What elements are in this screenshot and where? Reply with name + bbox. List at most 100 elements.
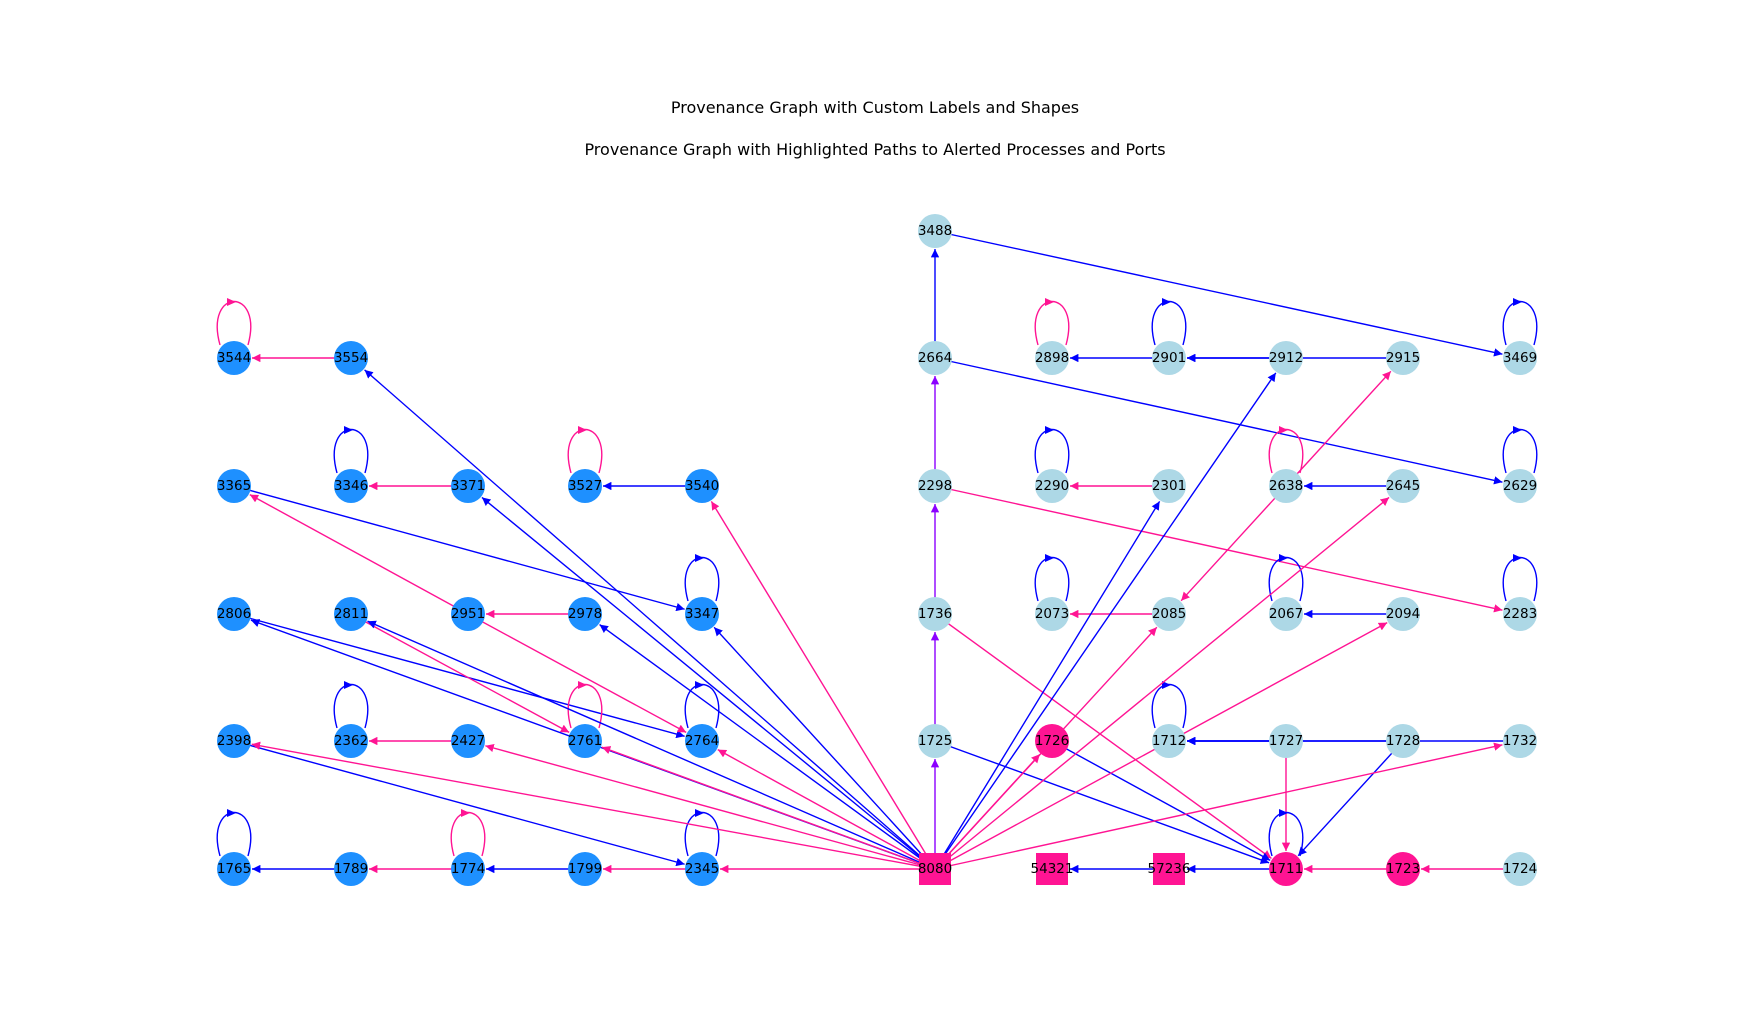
edge-8080-to-2912 — [934, 372, 1277, 870]
node-label: 1723 — [1386, 861, 1420, 877]
graph-node-3488: 3488 — [918, 214, 952, 248]
node-label: 1736 — [918, 606, 952, 622]
node-label: 2298 — [918, 478, 952, 494]
graph-node-2764: 2764 — [685, 724, 719, 758]
graph-node-1723: 1723 — [1386, 852, 1420, 886]
self-loop-edge-2073 — [1034, 556, 1070, 602]
node-label: 2398 — [217, 733, 251, 749]
node-circle — [451, 597, 485, 631]
node-circle — [451, 724, 485, 758]
self-loop-arrowhead-3347 — [695, 554, 704, 562]
node-label: 2915 — [1386, 350, 1420, 366]
self-loop-arrowhead-2898 — [1045, 298, 1054, 306]
self-loop-arrowhead-2283 — [1513, 554, 1522, 562]
graph-node-3469: 3469 — [1503, 341, 1537, 375]
node-label: 2301 — [1152, 478, 1186, 494]
node-label: 3347 — [685, 606, 719, 622]
node-label: 2898 — [1035, 350, 1069, 366]
node-label: 1712 — [1152, 733, 1186, 749]
edge-2951-to-3365 — [249, 494, 469, 615]
self-loop-edge-2283 — [1502, 556, 1538, 602]
edge-2638-to-2085 — [1180, 485, 1287, 602]
edge-8080-to-3540 — [710, 501, 936, 870]
graph-node-2761: 2761 — [568, 724, 602, 758]
node-label: 2664 — [918, 350, 952, 366]
node-label: 3544 — [217, 350, 251, 366]
node-circle — [1269, 724, 1303, 758]
node-circle — [918, 341, 952, 375]
node-circle — [1503, 852, 1537, 886]
node-circle — [1503, 341, 1537, 375]
graph-node-2290: 2290 — [1035, 469, 1069, 503]
node-label: 2085 — [1152, 606, 1186, 622]
graph-node-2398: 2398 — [217, 724, 251, 758]
node-circle — [1269, 469, 1303, 503]
node-label: 1725 — [918, 733, 952, 749]
node-label: 2073 — [1035, 606, 1069, 622]
self-loop-arrowhead-2362 — [344, 681, 353, 689]
self-loop-arrowhead-1712 — [1162, 681, 1171, 689]
edge-2951-to-2764 — [467, 613, 687, 734]
node-label: 2283 — [1503, 606, 1537, 622]
edge-2664-to-2629 — [934, 357, 1503, 485]
graph-node-2912: 2912 — [1269, 341, 1303, 375]
self-loop-edge-3469 — [1502, 300, 1538, 346]
edge-8080-to-1732 — [934, 742, 1503, 870]
edge-2298-to-2283 — [934, 485, 1503, 613]
node-label: 3488 — [918, 223, 952, 239]
node-label: 2427 — [451, 733, 485, 749]
node-circle — [1503, 469, 1537, 503]
graph-node-2085: 2085 — [1152, 597, 1186, 631]
graph-node-1712: 1712 — [1152, 724, 1186, 758]
graph-node-2638: 2638 — [1269, 469, 1303, 503]
self-loop-edge-3544 — [216, 300, 252, 346]
node-circle — [1152, 341, 1186, 375]
node-label: 3527 — [568, 478, 602, 494]
node-circle — [217, 469, 251, 503]
node-label: 3365 — [217, 478, 251, 494]
self-loop-edge-3527 — [567, 428, 603, 474]
self-loop-arrowhead-2901 — [1162, 298, 1171, 306]
graph-node-1724: 1724 — [1503, 852, 1537, 886]
node-label: 3346 — [334, 478, 368, 494]
node-label: 1799 — [568, 861, 602, 877]
self-loop-arrowhead-2073 — [1045, 554, 1054, 562]
node-circle — [1386, 597, 1420, 631]
node-label: 57236 — [1148, 861, 1191, 877]
edge-3365-to-3347 — [233, 485, 685, 612]
graph-node-1774: 1774 — [451, 852, 485, 886]
edge-1728-to-1711 — [1297, 740, 1404, 857]
node-circle — [685, 724, 719, 758]
node-circle — [1152, 597, 1186, 631]
graph-node-2806: 2806 — [217, 597, 251, 631]
graph-node-2645: 2645 — [1386, 469, 1420, 503]
node-circle — [918, 469, 952, 503]
graph-node-1765: 1765 — [217, 852, 251, 886]
node-label: 2901 — [1152, 350, 1186, 366]
node-circle — [1269, 852, 1303, 886]
graph-node-1732: 1732 — [1503, 724, 1537, 758]
edge-8080-to-2761 — [601, 746, 936, 870]
node-circle — [568, 852, 602, 886]
node-label: 2345 — [685, 861, 719, 877]
graph-node-1789: 1789 — [334, 852, 368, 886]
graph-node-2283: 2283 — [1503, 597, 1537, 631]
edge-1725-to-1711 — [934, 740, 1270, 864]
node-square — [1036, 853, 1068, 885]
edge-2811-to-2761 — [350, 613, 570, 734]
node-circle — [1503, 597, 1537, 631]
node-label: 1727 — [1269, 733, 1303, 749]
graph-node-2362: 2362 — [334, 724, 368, 758]
node-circle — [685, 852, 719, 886]
self-loop-edge-3347 — [684, 556, 720, 602]
graph-node-1711: 1711 — [1269, 852, 1303, 886]
self-loop-arrowhead-2345 — [695, 809, 704, 817]
node-label: 1711 — [1269, 861, 1303, 877]
self-loop-arrowhead-2761 — [578, 681, 587, 689]
graph-node-3346: 3346 — [334, 469, 368, 503]
edge-8080-to-2301 — [934, 500, 1161, 870]
graph-node-2301: 2301 — [1152, 469, 1186, 503]
node-label: 2806 — [217, 606, 251, 622]
graph-node-2664: 2664 — [918, 341, 952, 375]
graph-subtitle: Provenance Graph with Highlighted Paths … — [584, 140, 1166, 159]
